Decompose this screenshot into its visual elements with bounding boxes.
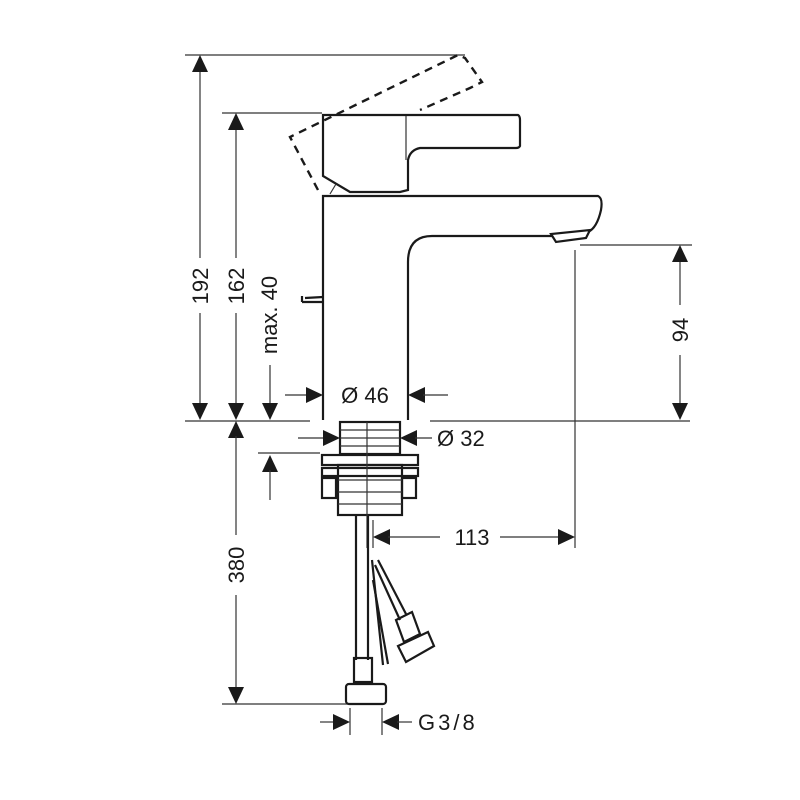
faucet-body [300,194,603,420]
extension-lines [185,54,692,735]
dim-max-40: max. 40 [257,276,282,500]
dim-192: 192 [188,55,213,420]
lever-handle [321,113,522,195]
lever-open-position [288,53,484,191]
dim-113-label: 113 [454,525,489,550]
dim-diameter-46: Ø 46 [285,383,448,408]
dim-max-40-label: max. 40 [257,276,282,354]
dim-162: 162 [224,113,249,420]
dim-diameter-32: Ø 32 [298,426,485,451]
threaded-shank [320,420,420,548]
dim-94-label: 94 [668,318,693,342]
dim-162-label: 162 [224,268,249,305]
supply-hoses [344,516,436,706]
dim-g3-8-label: G3/8 [418,710,478,735]
dim-diameter-46-label: Ø 46 [341,383,389,408]
dim-380: 380 [224,421,249,704]
dim-113: 113 [373,525,575,550]
dim-192-label: 192 [188,268,213,305]
dim-diameter-32-label: Ø 32 [437,426,485,451]
dim-380-label: 380 [224,547,249,584]
dim-94: 94 [668,245,693,420]
dim-g3-8: G3/8 [320,710,478,735]
